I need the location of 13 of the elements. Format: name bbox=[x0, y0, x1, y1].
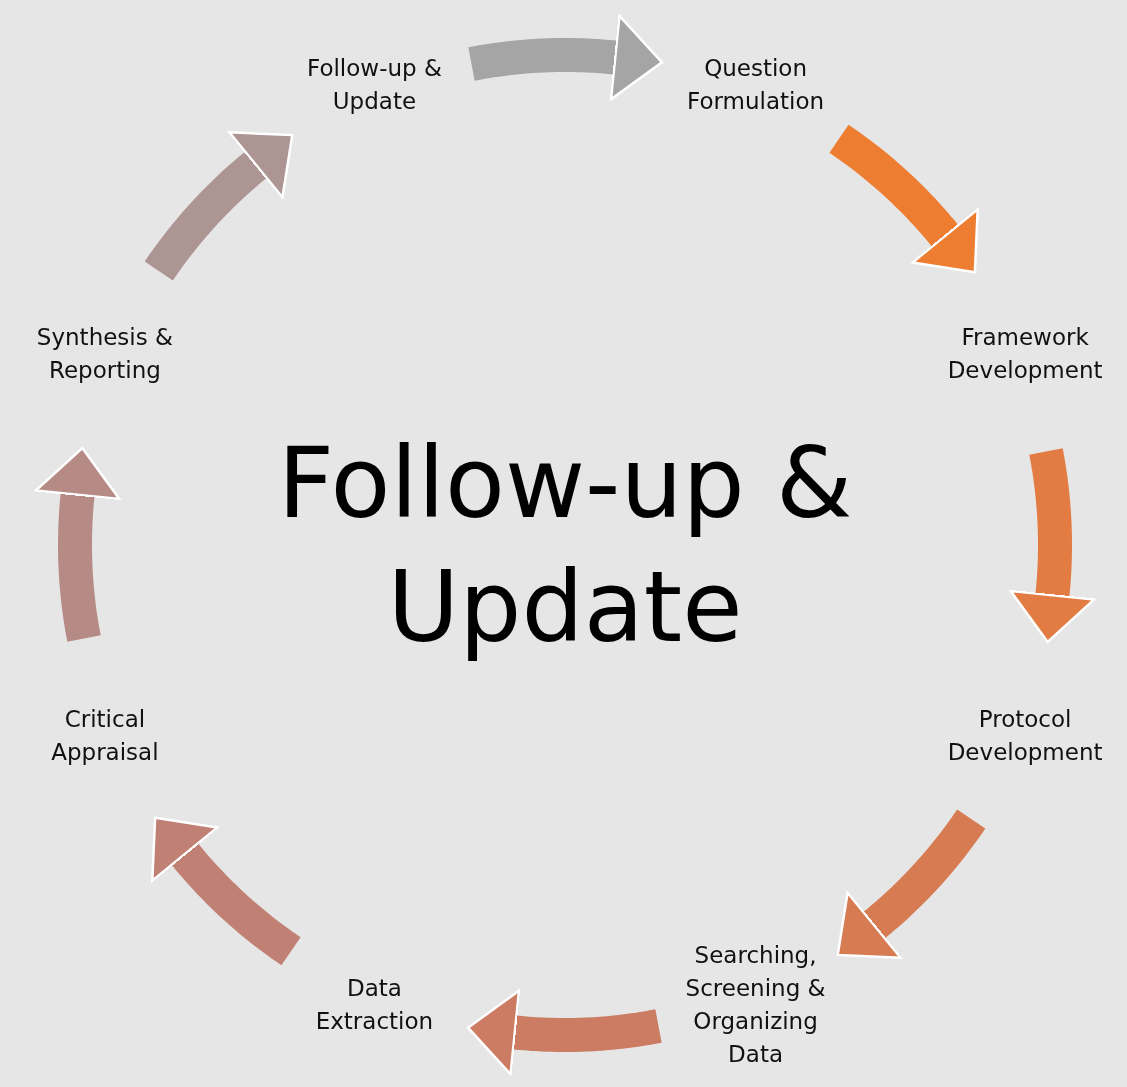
curved-arrow bbox=[151, 816, 302, 966]
center-heading: Follow-up & Update bbox=[276, 425, 854, 666]
step-label: Searching, Screening & Organizing Data bbox=[684, 941, 827, 1070]
step-label: Question Formulation bbox=[686, 53, 826, 116]
curved-arrow bbox=[836, 808, 986, 959]
curved-arrow bbox=[828, 124, 979, 274]
step-label: Data Extraction bbox=[314, 974, 435, 1037]
step-label: Protocol Development bbox=[946, 704, 1104, 767]
step-label: Framework Development bbox=[946, 323, 1104, 386]
curved-arrow bbox=[144, 131, 294, 282]
step-label: Critical Appraisal bbox=[50, 704, 160, 767]
step-label: Synthesis & Reporting bbox=[35, 323, 174, 386]
step-label: Follow-up & Update bbox=[306, 53, 443, 116]
